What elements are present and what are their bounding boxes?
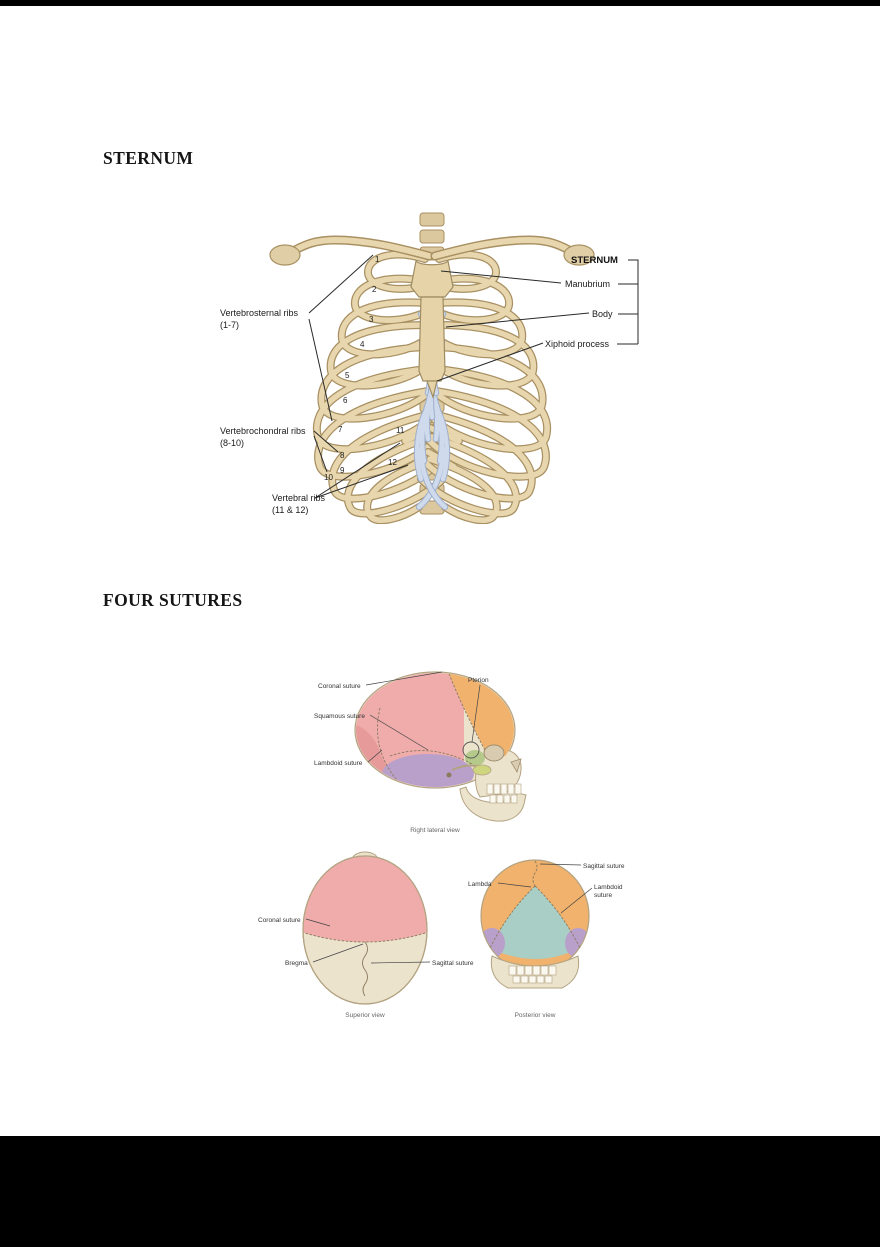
ear-canal: [446, 772, 452, 778]
skull-top-edge: [302, 855, 428, 1005]
rib-number-10: 10: [324, 473, 333, 482]
label-vertebral-ribs: Vertebral ribs: [272, 493, 326, 503]
label-vertebral-range: (11 & 12): [272, 505, 308, 515]
label-manubrium: Manubrium: [565, 279, 610, 289]
pterion-circle: [462, 741, 480, 759]
label-bregma: Bregma: [285, 960, 308, 967]
label-lambdoid-suture-posterior-1: Lambdoid: [594, 884, 623, 891]
label-lambdoid-suture-lateral: Lambdoid suture: [314, 760, 363, 767]
label-sagittal-suture-posterior: Sagittal suture: [583, 863, 625, 870]
heading-sternum: STERNUM: [103, 148, 194, 168]
label-sagittal-suture-superior: Sagittal suture: [432, 960, 474, 967]
eye-socket: [483, 744, 505, 762]
label-pterion: Pterion: [468, 677, 489, 684]
posterior-suture-lines: [489, 860, 581, 949]
label-xiphoid-process: Xiphoid process: [545, 339, 610, 349]
document-page: STERNUM: [0, 6, 880, 1136]
label-body: Body: [592, 309, 613, 319]
posterior-leader-lines: [497, 863, 593, 914]
manubrium-bone: [410, 259, 454, 298]
xiphoid-process-bone: [426, 380, 438, 400]
sagittal-suture-line-superior: [362, 941, 368, 997]
label-lambda: Lambda: [468, 881, 492, 888]
label-lambdoid-suture-posterior-2: suture: [594, 892, 612, 899]
coronal-suture-line-superior: [303, 927, 427, 943]
label-coronal-suture-superior: Coronal suture: [258, 917, 301, 924]
coronal-suture-line: [445, 673, 487, 753]
rib-number-4: 4: [360, 340, 365, 349]
label-vertebrochondral-ribs: Vertebrochondral ribs: [220, 426, 306, 436]
caption-posterior-view: Posterior view: [515, 1012, 556, 1019]
squamous-suture-line: [389, 750, 473, 765]
rib-number-9: 9: [340, 466, 345, 475]
rib-number-6: 6: [343, 396, 348, 405]
figure-leader-lines: [308, 254, 639, 499]
label-vertebrosternal-ribs: Vertebrosternal ribs: [220, 308, 299, 318]
teeth: [486, 783, 522, 804]
lambdoid-suture-line: [377, 707, 401, 785]
label-vertebrosternal-range: (1-7): [220, 320, 239, 330]
label-squamous-suture: Squamous suture: [314, 713, 365, 720]
mandible: [459, 786, 527, 822]
shoulder-joints: [269, 244, 595, 266]
occipital-bone-posterior: [490, 886, 580, 959]
lambdoid-suture-line-right: [534, 885, 581, 949]
skull-lateral-view: Coronal suture Squamous suture Lambdoid …: [314, 671, 527, 834]
superior-leader-lines: [305, 918, 431, 964]
rib-number-11: 11: [396, 426, 405, 435]
caption-right-lateral-view: Right lateral view: [410, 827, 460, 834]
sutures-figure: Coronal suture Squamous suture Lambdoid …: [258, 671, 625, 1019]
caption-superior-view: Superior view: [345, 1012, 385, 1019]
lambdoid-suture-line-left: [489, 885, 536, 949]
sternum-figure: 1 2 3 4 5 6 7 8 9 10 11 12: [220, 212, 639, 524]
label-sternum-title: STERNUM: [571, 255, 618, 266]
rib-number-8: 8: [340, 451, 345, 460]
zygomatic-bone: [472, 764, 492, 776]
sphenoid-bone: [465, 750, 485, 766]
nasal-aperture: [510, 758, 522, 773]
rib-number-5: 5: [345, 371, 350, 380]
rib-number-2: 2: [372, 285, 377, 294]
rib-number-1: 1: [375, 255, 380, 264]
rib-number-12: 12: [388, 458, 397, 467]
sternum-bone: [410, 259, 454, 400]
rib-numbers: 1 2 3 4 5 6 7 8 9 10 11 12: [324, 255, 405, 482]
sternum-body-bone: [418, 296, 446, 382]
skull-posterior-view: Lambda Sagittal suture Lambdoid suture P…: [468, 859, 625, 1019]
rib-number-3: 3: [369, 315, 374, 324]
label-coronal-suture-lateral: Coronal suture: [318, 683, 361, 690]
sagittal-suture-line-posterior: [532, 860, 538, 887]
lateral-leader-lines: [365, 671, 481, 763]
skull-superior-view: Coronal suture Bregma Sagittal suture Su…: [258, 851, 474, 1019]
figure-labels: Vertebrosternal ribs (1-7) Vertebrochond…: [220, 255, 618, 515]
label-vertebrochondral-range: (8-10): [220, 438, 244, 448]
teeth-posterior: [508, 965, 557, 984]
suture-lines: [377, 673, 487, 785]
rib-number-7: 7: [338, 425, 343, 434]
heading-four-sutures: FOUR SUTURES: [103, 590, 243, 610]
